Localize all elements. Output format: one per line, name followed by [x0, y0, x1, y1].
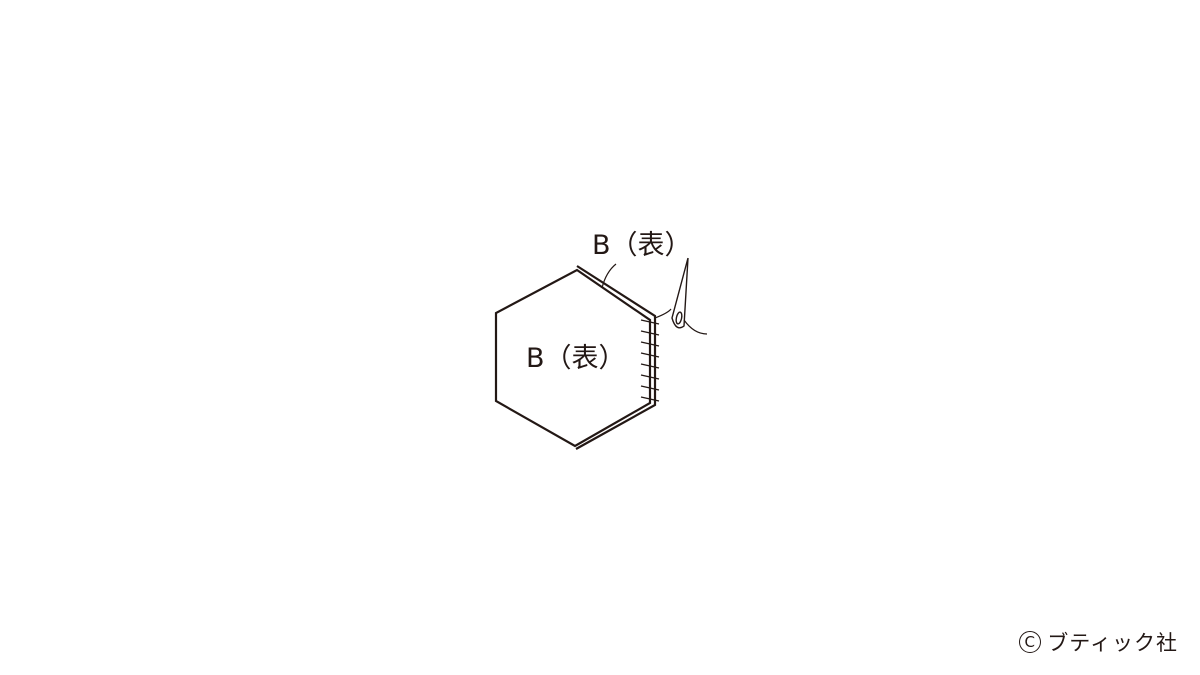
copyright-icon: C — [1019, 631, 1042, 653]
callout-leader — [601, 263, 617, 289]
front-hexagon — [494, 268, 652, 448]
publisher-name: ブティック社 — [1047, 631, 1178, 655]
needle-icon — [671, 257, 689, 329]
publisher-credit: C ブティック社 — [1019, 627, 1178, 657]
callout-label: B（表） — [592, 230, 692, 261]
thread — [654, 308, 708, 335]
whip-stitches — [640, 319, 660, 402]
center-label: B（表） — [526, 343, 626, 374]
back-hexagon-edges — [575, 265, 657, 450]
